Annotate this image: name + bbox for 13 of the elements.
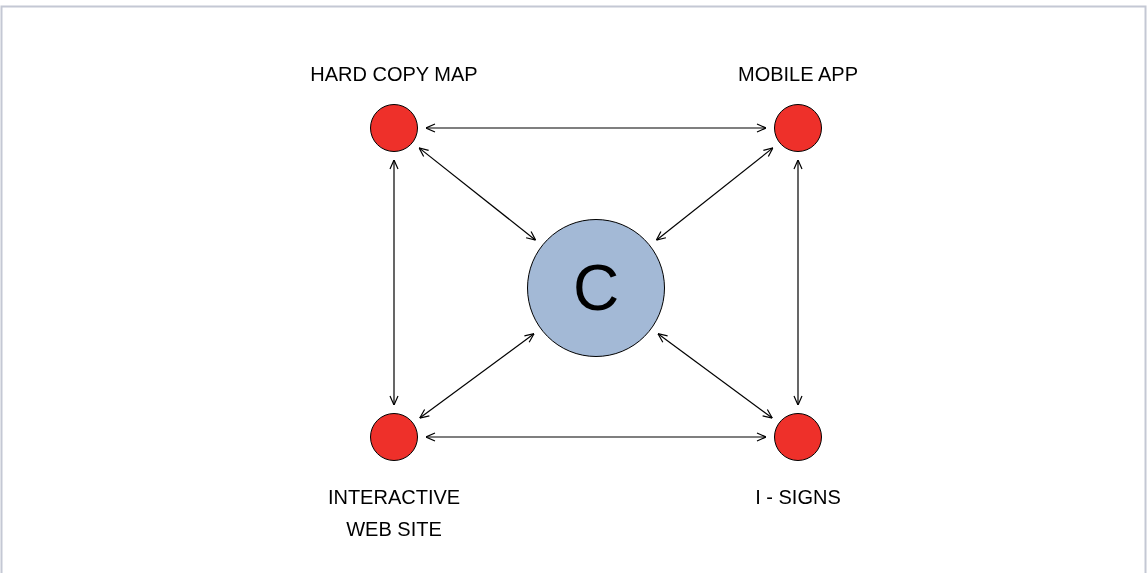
double-arrow [419, 333, 535, 419]
node-label: C [572, 256, 620, 320]
node-label: MOBILE APP [736, 62, 860, 87]
double-arrow [389, 159, 399, 406]
node-label: I - SIGNS [754, 485, 842, 510]
double-arrow [793, 159, 803, 406]
double-arrow [425, 432, 767, 442]
double-arrow [657, 333, 773, 419]
double-arrow [418, 147, 537, 241]
double-arrow [425, 123, 767, 133]
double-arrow [655, 147, 774, 241]
node-label: INTERACTIVE WEB SITE [326, 485, 462, 542]
node-label: HARD COPY MAP [309, 62, 479, 87]
